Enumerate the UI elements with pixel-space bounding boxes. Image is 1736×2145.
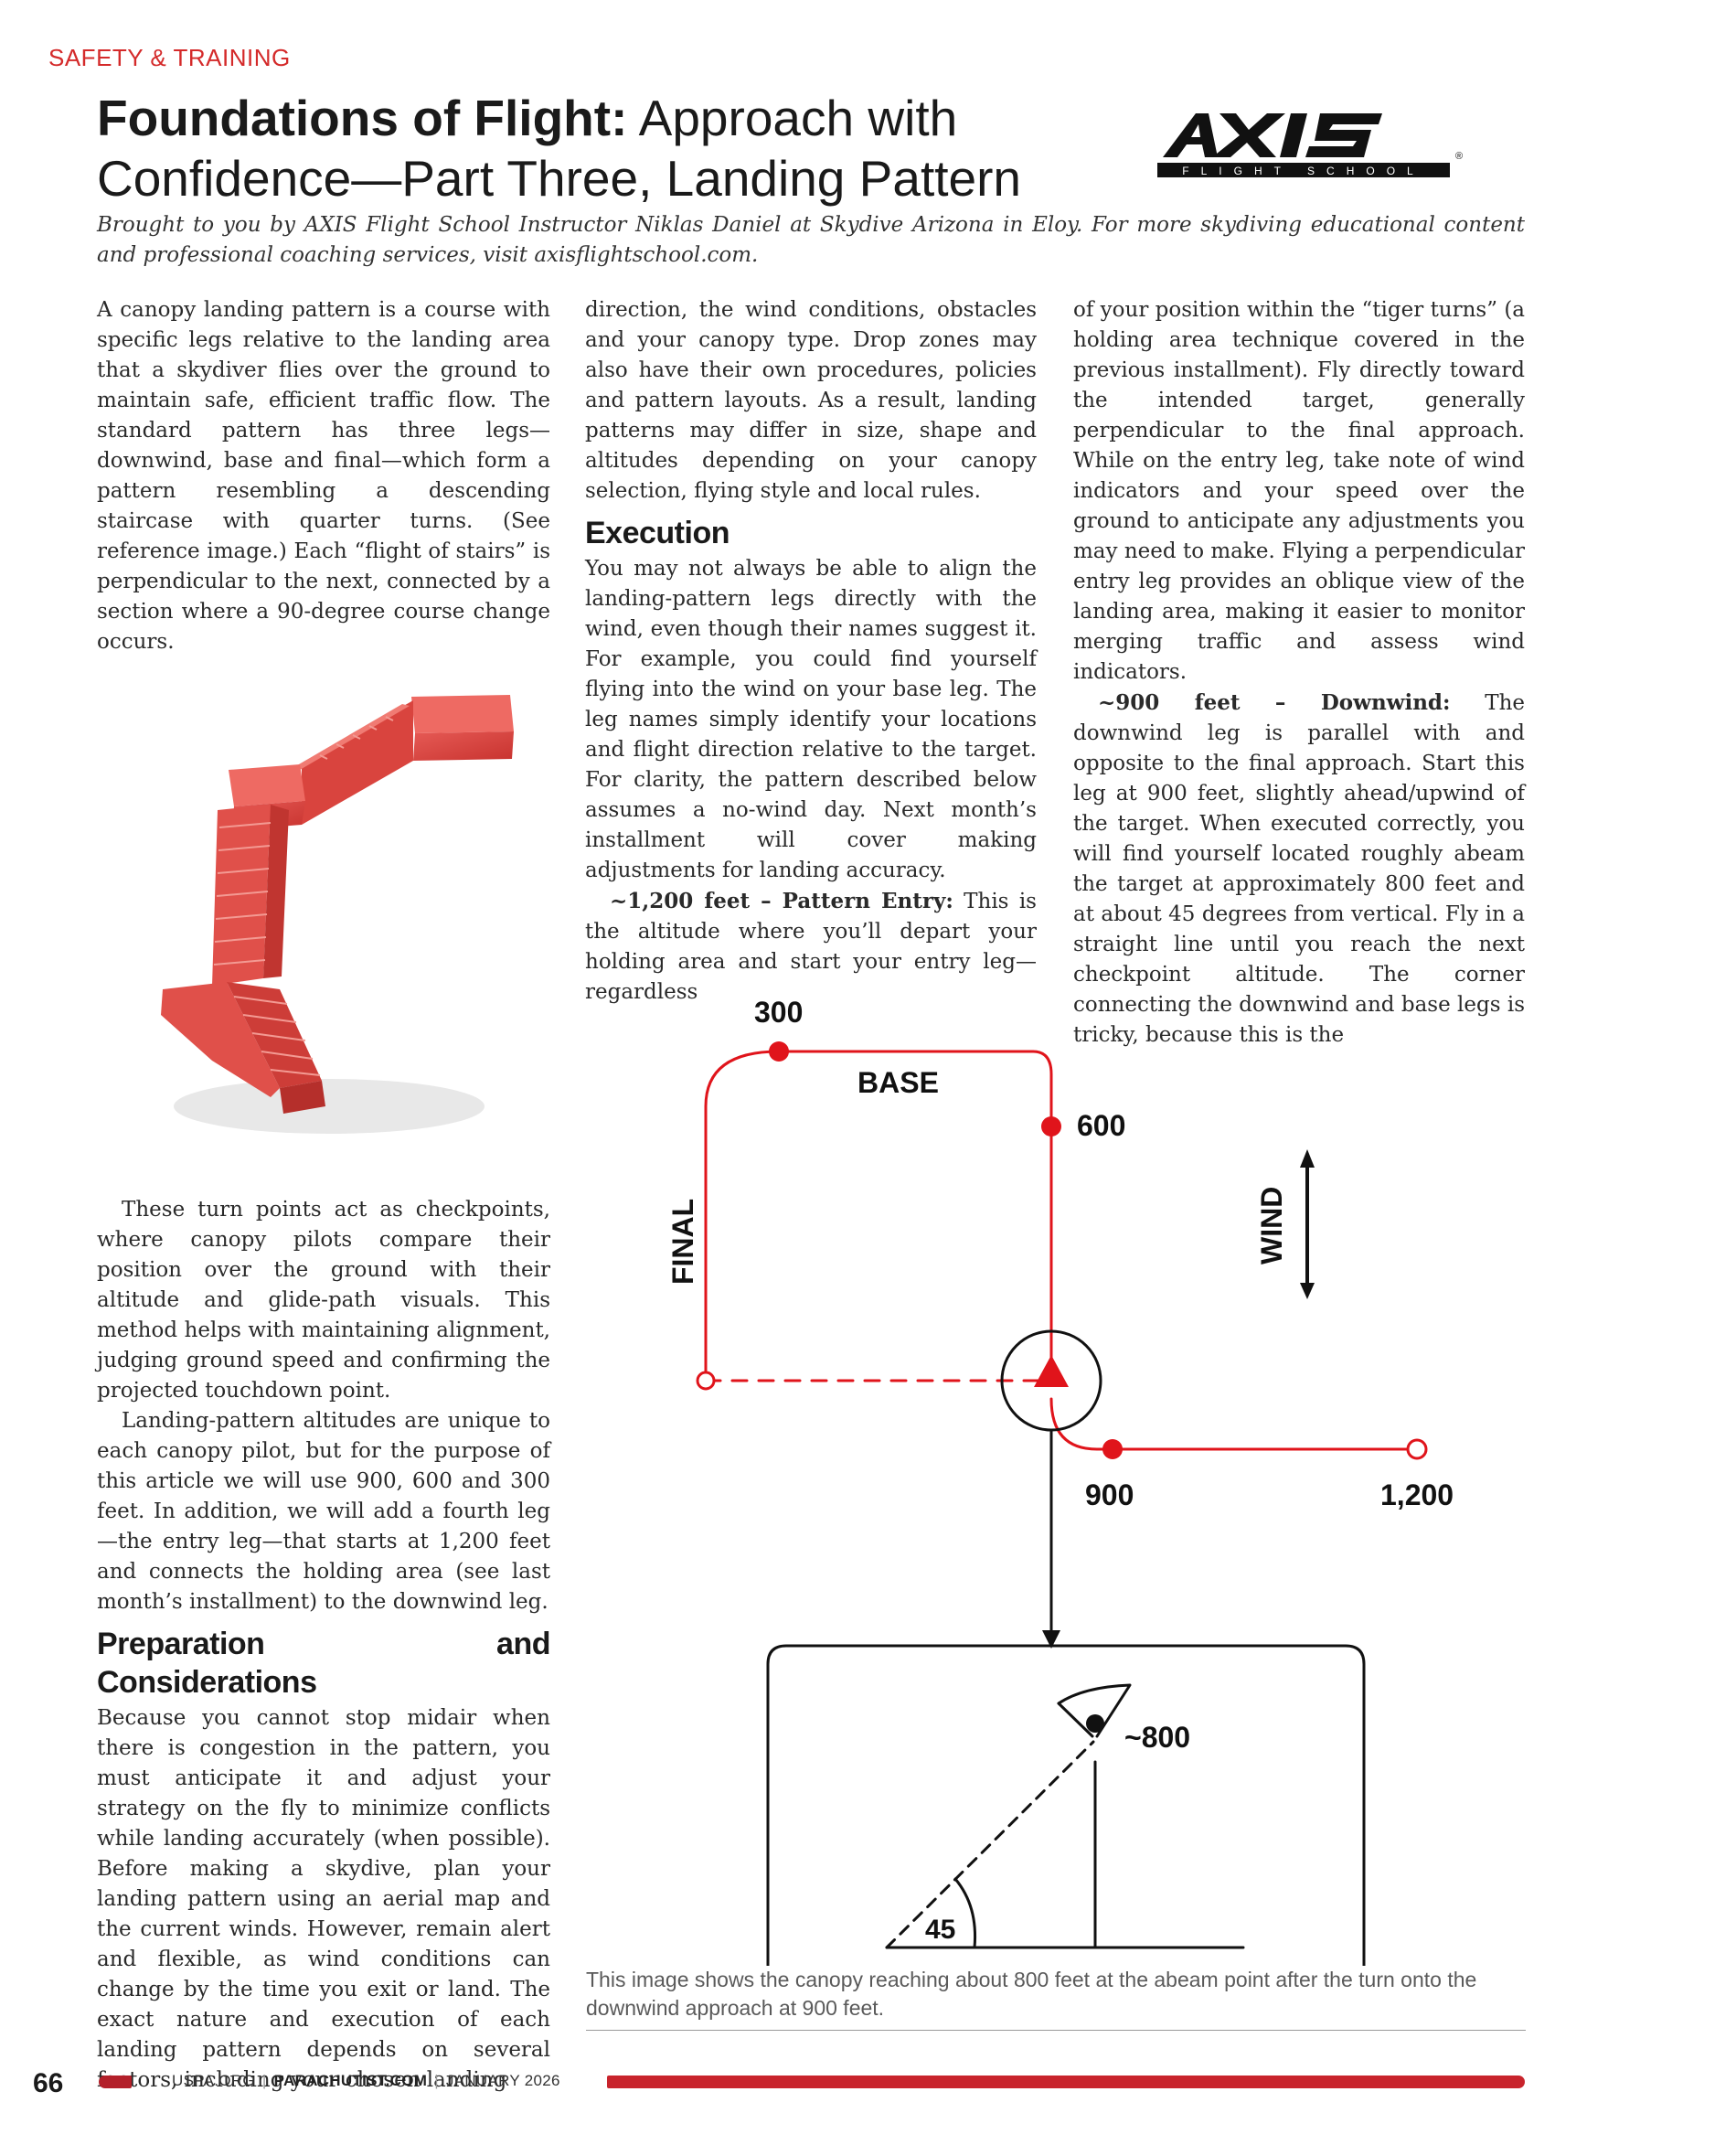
paragraph: direction, the wind conditions, obstacle… [585,298,1037,503]
column-2: direction, the wind conditions, obstacle… [585,295,1037,1008]
label-1200: 1,200 [1380,1478,1454,1511]
label-base: BASE [857,1066,939,1099]
checkpoint-300 [769,1041,789,1062]
canopy-icon [1057,1683,1132,1738]
footer-accent-bar-right [607,2076,1525,2088]
footer-site: USPA.ORG [172,2072,255,2089]
label-45: 45 [925,1915,955,1945]
paragraph: These turn points act as checkpoints, wh… [97,1198,550,1403]
label-800: ~800 [1124,1721,1190,1754]
paragraph: ~900 feet – Downwind: The downwind leg i… [1073,688,1525,1051]
column-1-bottom: These turn points act as checkpoints, wh… [97,1195,551,2096]
paragraph: Landing-pattern altitudes are unique to … [97,1409,550,1614]
section-kicker: SAFETY & TRAINING [48,44,291,71]
lead-in: ~1,200 feet – Pattern Entry: [610,889,953,913]
canopy-position-dot [1086,1714,1104,1733]
downwind-to-entry-path [1049,1397,1419,1451]
final-leg-path [704,1050,1053,1382]
wind-arrowhead-up [1300,1149,1315,1168]
abeam-view-box [766,1644,1366,1966]
descent-arrowhead [1042,1630,1060,1649]
title-bold: Foundations of Flight: [97,90,628,146]
final-start-point [696,1371,716,1391]
paragraph-text: The downwind leg is parallel with and op… [1073,691,1525,1047]
staircase-reference-image [161,695,514,1134]
checkpoint-600 [1041,1116,1061,1137]
column-3: of your position within the “tiger turns… [1073,295,1525,1051]
checkpoint-900 [1102,1439,1123,1459]
footer-separator: | [434,2072,439,2089]
paragraph: You may not always be able to align the … [585,557,1037,882]
label-final: FINAL [666,1199,699,1285]
paragraph: of your position within the “tiger turns… [1073,298,1525,684]
paragraph: Because you cannot stop midair when ther… [97,1706,550,2092]
footer-credit-line: USPA.ORG | PARACHUTIST.COM | JANUARY 2026 [172,2072,560,2090]
label-600: 600 [1077,1109,1125,1142]
target-triangle [1034,1355,1069,1387]
landing-pattern-diagram: 300 BASE 600 FINAL WIND 900 1,200 ~800 4… [666,996,1454,1966]
article-title: Foundations of Flight: Approach with Con… [97,88,1121,208]
logo-subtitle: FLIGHT SCHOOL [1182,165,1424,177]
paragraph: ~1,200 feet – Pattern Entry: This is the… [585,886,1037,1008]
label-wind: WIND [1255,1187,1288,1265]
label-900: 900 [1085,1478,1134,1511]
logo-registered-mark: ® [1455,151,1463,162]
footer-date: JANUARY 2026 [445,2072,560,2089]
diagram-caption: This image shows the canopy reaching abo… [586,1966,1526,2031]
sight-line-45 [885,1740,1095,1949]
page-number: 66 [33,2068,64,2098]
article-intro: Brought to you by AXIS Flight School Ins… [97,213,1525,267]
title-rest: Approach with Confidence—Part Three, Lan… [97,90,1022,207]
label-300: 300 [754,996,803,1029]
footer-accent-bar-left [99,2076,132,2088]
angle-arc-45 [953,1877,977,1949]
wind-arrow-tail [1300,1283,1315,1299]
column-1-top: A canopy landing pattern is a course wit… [97,295,550,657]
axis-logo: FLIGHT SCHOOL ® [1157,113,1463,177]
footer-magazine: PARACHUTIST.COM [273,2072,428,2089]
section-heading-execution: Execution [585,516,730,550]
section-heading-preparation: Preparation and Considerations [97,1627,551,1700]
entry-point-1200 [1406,1438,1428,1460]
paragraph-text: This is the altitude where you’ll depart… [585,890,1037,1004]
lead-in: ~900 feet – Downwind: [1098,690,1451,715]
footer-separator: | [261,2072,267,2089]
paragraph: A canopy landing pattern is a course wit… [97,298,550,654]
